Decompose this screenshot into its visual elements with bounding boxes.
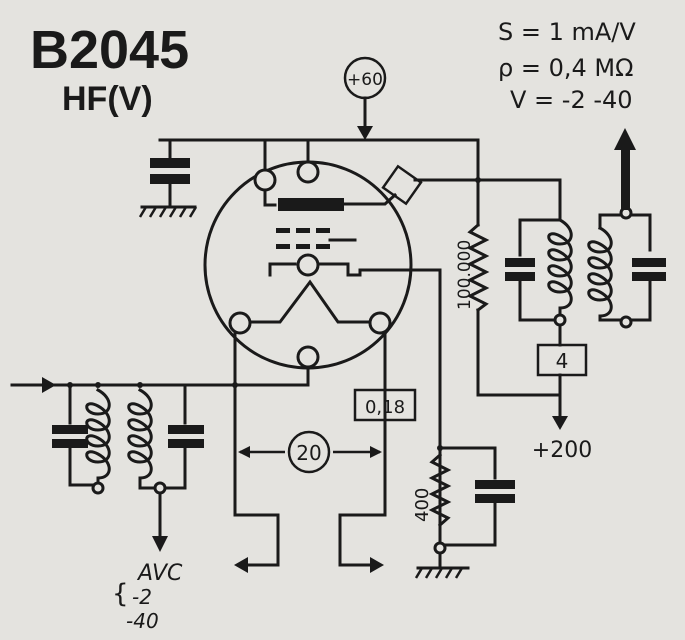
ground-hatch-top-left — [138, 206, 198, 218]
output-arrow-icon — [614, 128, 636, 150]
bypass-capacitor-plate-a — [150, 158, 190, 168]
primary-cap-lead-bottom — [68, 446, 97, 487]
avc-value-2: -40 — [126, 609, 159, 633]
tank-capacitor-plate-a — [505, 258, 535, 267]
heater-voltage-circle — [287, 430, 331, 474]
heater-arrow-right-icon — [370, 557, 384, 573]
secondary-coil — [127, 387, 153, 487]
secondary-capacitor-plate-a — [168, 425, 204, 434]
primary-node — [91, 481, 105, 495]
avc-label: AVC — [136, 561, 183, 586]
avc-value-1: -2 — [132, 585, 152, 609]
secondary-cap-lead-top — [138, 383, 187, 425]
anode-lead — [263, 188, 277, 207]
heater-current-label: 0,18 — [365, 397, 405, 418]
anode-plate — [278, 198, 344, 211]
pin-bottom-right — [368, 311, 392, 335]
grid-input-wire — [53, 365, 310, 387]
cathode-side-wire — [346, 268, 442, 277]
control-grid-left — [268, 262, 297, 277]
screen-resistor — [466, 222, 490, 313]
cathode-capacitor-plate-a — [475, 480, 515, 489]
pin-bottom-center — [296, 345, 320, 369]
output-coil — [587, 225, 613, 318]
cathode-resistor-label: 400 — [412, 488, 433, 522]
junction-input-b — [95, 382, 101, 388]
coil-box — [536, 343, 588, 377]
cathode-bypass-lead-top — [438, 446, 497, 480]
heater-wire-right — [338, 331, 387, 567]
tank-capacitor-plate-b — [505, 272, 535, 281]
spec-transconductance: S = 1 mA/V — [498, 18, 636, 46]
pin-top-left — [253, 168, 277, 192]
cathode-capacitor-plate-b — [475, 494, 515, 503]
pin-bottom-left — [228, 311, 252, 335]
coil-box-label: 4 — [556, 349, 569, 373]
top-cap-connector — [381, 164, 423, 206]
spec-grid-voltage: V = -2 -40 — [510, 86, 633, 114]
supply-label: +200 — [532, 438, 592, 463]
bypass-capacitor-plate-b — [150, 174, 190, 184]
output-node-bottom — [619, 315, 633, 329]
heater-arrow-left-icon — [234, 557, 248, 573]
anode-cap-lead — [342, 192, 398, 206]
pin-center — [296, 253, 320, 277]
spec-plate-resistance: ρ = 0,4 MΩ — [498, 54, 633, 82]
ground-hatch-bottom — [414, 567, 464, 579]
avc-arrow-icon — [152, 536, 168, 552]
supply-arrow-icon — [552, 416, 568, 430]
control-grid-right — [318, 262, 350, 277]
output-lead-bar — [621, 150, 630, 210]
heater-current-box — [353, 388, 417, 422]
cathode-bypass-lead-bottom — [438, 501, 497, 547]
heater-wire-left — [233, 331, 280, 567]
screen-grid — [276, 244, 330, 249]
secondary-capacitor-plate-b — [168, 439, 204, 448]
model-type: HF(V) — [62, 80, 153, 118]
model-title: B2045 — [30, 20, 189, 80]
primary-capacitor-plate-a — [52, 425, 88, 434]
dimension-arrow-right-icon — [370, 446, 382, 458]
g2-arrow-icon — [357, 126, 373, 140]
primary-coil — [85, 387, 111, 487]
screen-resistor-label: 100.000 — [455, 240, 475, 310]
heater-filament — [238, 279, 382, 324]
output-capacitor-plate-a — [632, 258, 666, 267]
cathode-resistor — [428, 452, 452, 528]
tank-coil — [547, 217, 573, 322]
input-arrow-icon — [42, 377, 56, 393]
primary-capacitor-plate-b — [52, 439, 88, 448]
dimension-arrow-left-icon — [238, 446, 250, 458]
avc-brace: { — [112, 579, 129, 609]
heater-voltage-label: 20 — [296, 441, 321, 465]
pin-top-center — [296, 160, 320, 184]
suppressor-grid — [276, 228, 330, 233]
anode-wire — [476, 178, 562, 222]
output-capacitor-plate-b — [632, 272, 666, 281]
g2-voltage-label: +60 — [347, 70, 383, 90]
